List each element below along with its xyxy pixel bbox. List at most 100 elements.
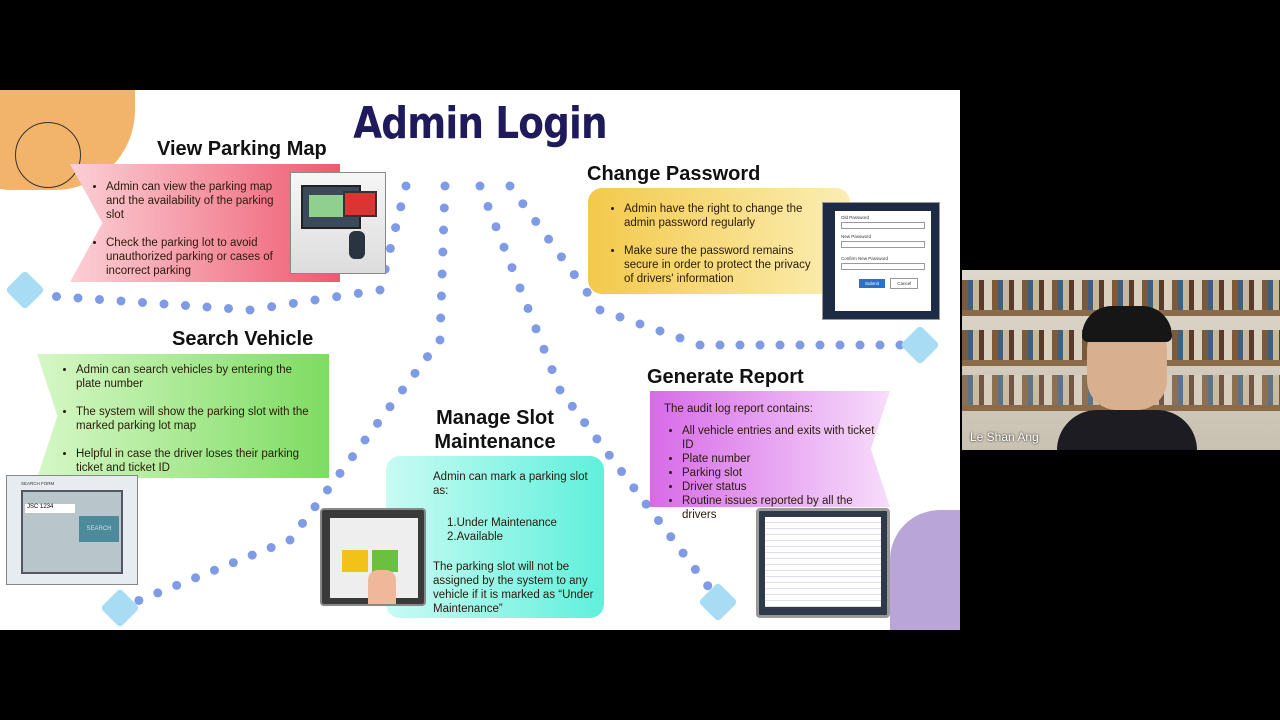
connector-dot xyxy=(435,335,445,345)
connector-dot xyxy=(391,223,401,233)
connector-dot xyxy=(653,515,663,525)
report-monitor-image xyxy=(756,508,890,618)
connector-diamond xyxy=(901,326,939,364)
submit-image-button: Submit xyxy=(859,279,886,288)
connector-dot xyxy=(436,291,446,301)
participant-name: Le Shan Ang xyxy=(970,430,1039,444)
search-vehicle-text: Admin can search vehicles by entering th… xyxy=(58,363,313,489)
connector-dot xyxy=(310,295,320,305)
intro: Admin can mark a parking slot as: xyxy=(433,471,588,497)
connector-dot xyxy=(475,181,485,191)
connector-dot xyxy=(547,365,557,375)
decor-blob-purple xyxy=(890,510,960,630)
connector-dot xyxy=(815,340,825,350)
connector-dot xyxy=(191,573,201,583)
connector-dot xyxy=(375,285,385,295)
bullet: Make sure the password remains secure in… xyxy=(624,244,821,286)
connector-dot xyxy=(410,368,420,378)
old-password-label: Old Password xyxy=(841,215,870,220)
connector-dot xyxy=(138,298,147,307)
bullet: The system will show the parking slot wi… xyxy=(76,405,313,433)
connector-dot xyxy=(266,543,276,553)
connector-dot xyxy=(895,340,905,350)
connector-dot xyxy=(641,499,651,509)
new-password-label: New Password xyxy=(841,234,872,239)
connector-dot xyxy=(556,252,566,262)
bullet: All vehicle entries and exits with ticke… xyxy=(682,424,879,452)
connector-dot xyxy=(73,293,83,303)
connector-dot xyxy=(95,295,104,304)
bullet: Admin have the right to change the admin… xyxy=(624,202,821,230)
connector-dot xyxy=(735,340,745,350)
manage-slot-heading: Manage Slot Maintenance xyxy=(380,406,610,454)
connector-dot xyxy=(595,305,605,315)
connector-dot xyxy=(666,532,676,542)
connector-dot xyxy=(202,302,212,312)
connector-dot xyxy=(360,435,370,445)
search-image-button: SEARCH xyxy=(79,516,119,542)
connector-dot xyxy=(582,287,592,297)
connector-dot xyxy=(531,216,541,226)
connector-dot xyxy=(675,333,685,343)
connector-dot xyxy=(592,434,602,444)
generate-report-text: The audit log report contains: All vehic… xyxy=(664,402,879,522)
connector-dot xyxy=(491,222,501,232)
connector-dot xyxy=(555,385,565,395)
connector-dot xyxy=(515,283,525,293)
option: 1.Under Maintenance xyxy=(447,517,557,529)
connector-dot xyxy=(385,243,395,253)
connector-dot xyxy=(323,485,332,495)
connector-dot xyxy=(715,340,725,350)
connector-dot xyxy=(875,340,885,350)
connector-dot xyxy=(437,269,447,279)
connector-dot xyxy=(247,550,257,560)
connector-dot xyxy=(617,467,627,477)
bullet: Helpful in case the driver loses their p… xyxy=(76,447,313,475)
connector-dot xyxy=(401,181,411,191)
option: 2.Available xyxy=(447,531,504,543)
connector-dot xyxy=(755,340,765,350)
connector-dot xyxy=(690,564,700,574)
connector-dot xyxy=(655,326,665,336)
connector-dot xyxy=(440,181,450,191)
connector-dot xyxy=(499,242,509,252)
connector-dot xyxy=(159,299,169,309)
connector-dot xyxy=(436,313,446,323)
connector-dot xyxy=(224,304,233,313)
connector-dot xyxy=(245,305,255,315)
participant-body xyxy=(1057,410,1197,450)
heading-line: Maintenance xyxy=(434,431,556,453)
connector-dot xyxy=(835,340,845,350)
slide-title: Admin Login xyxy=(353,98,607,149)
view-map-text: Admin can view the parking map and the a… xyxy=(88,180,293,292)
connector-dot xyxy=(505,181,515,191)
participant-video[interactable]: Le Shan Ang xyxy=(962,270,1280,450)
connector-dot xyxy=(398,385,407,395)
decor-circle xyxy=(15,122,81,188)
connector-dot xyxy=(544,234,554,244)
connector-dot xyxy=(483,201,493,211)
bullet: Admin can search vehicles by entering th… xyxy=(76,363,313,391)
password-form-image: Old Password New Password Confirm New Pa… xyxy=(822,202,940,320)
heading-line: Manage Slot xyxy=(436,407,554,429)
participant-hair xyxy=(1082,306,1172,342)
connector-dot xyxy=(678,548,688,558)
connector-dot xyxy=(116,296,126,306)
confirm-password-label: Confirm New Password xyxy=(841,256,889,261)
connector-dot xyxy=(531,324,541,334)
connector-dot xyxy=(267,302,277,312)
connector-dot xyxy=(385,402,395,412)
connector-dot xyxy=(695,340,705,350)
connector-dot xyxy=(615,312,625,322)
connector-dot xyxy=(134,595,144,605)
change-password-text: Admin have the right to change the admin… xyxy=(606,202,821,300)
connector-dot xyxy=(567,401,577,411)
view-map-heading: View Parking Map xyxy=(157,138,327,160)
note: The parking slot will not be assigned by… xyxy=(433,561,594,615)
options: 1.Under Maintenance 2.Available xyxy=(447,516,598,544)
connector-dot xyxy=(348,452,357,462)
connector-dot xyxy=(855,340,865,350)
connector-dot xyxy=(438,247,448,257)
connector-diamond xyxy=(699,583,737,621)
bullet: Check the parking lot to avoid unauthori… xyxy=(106,236,293,278)
